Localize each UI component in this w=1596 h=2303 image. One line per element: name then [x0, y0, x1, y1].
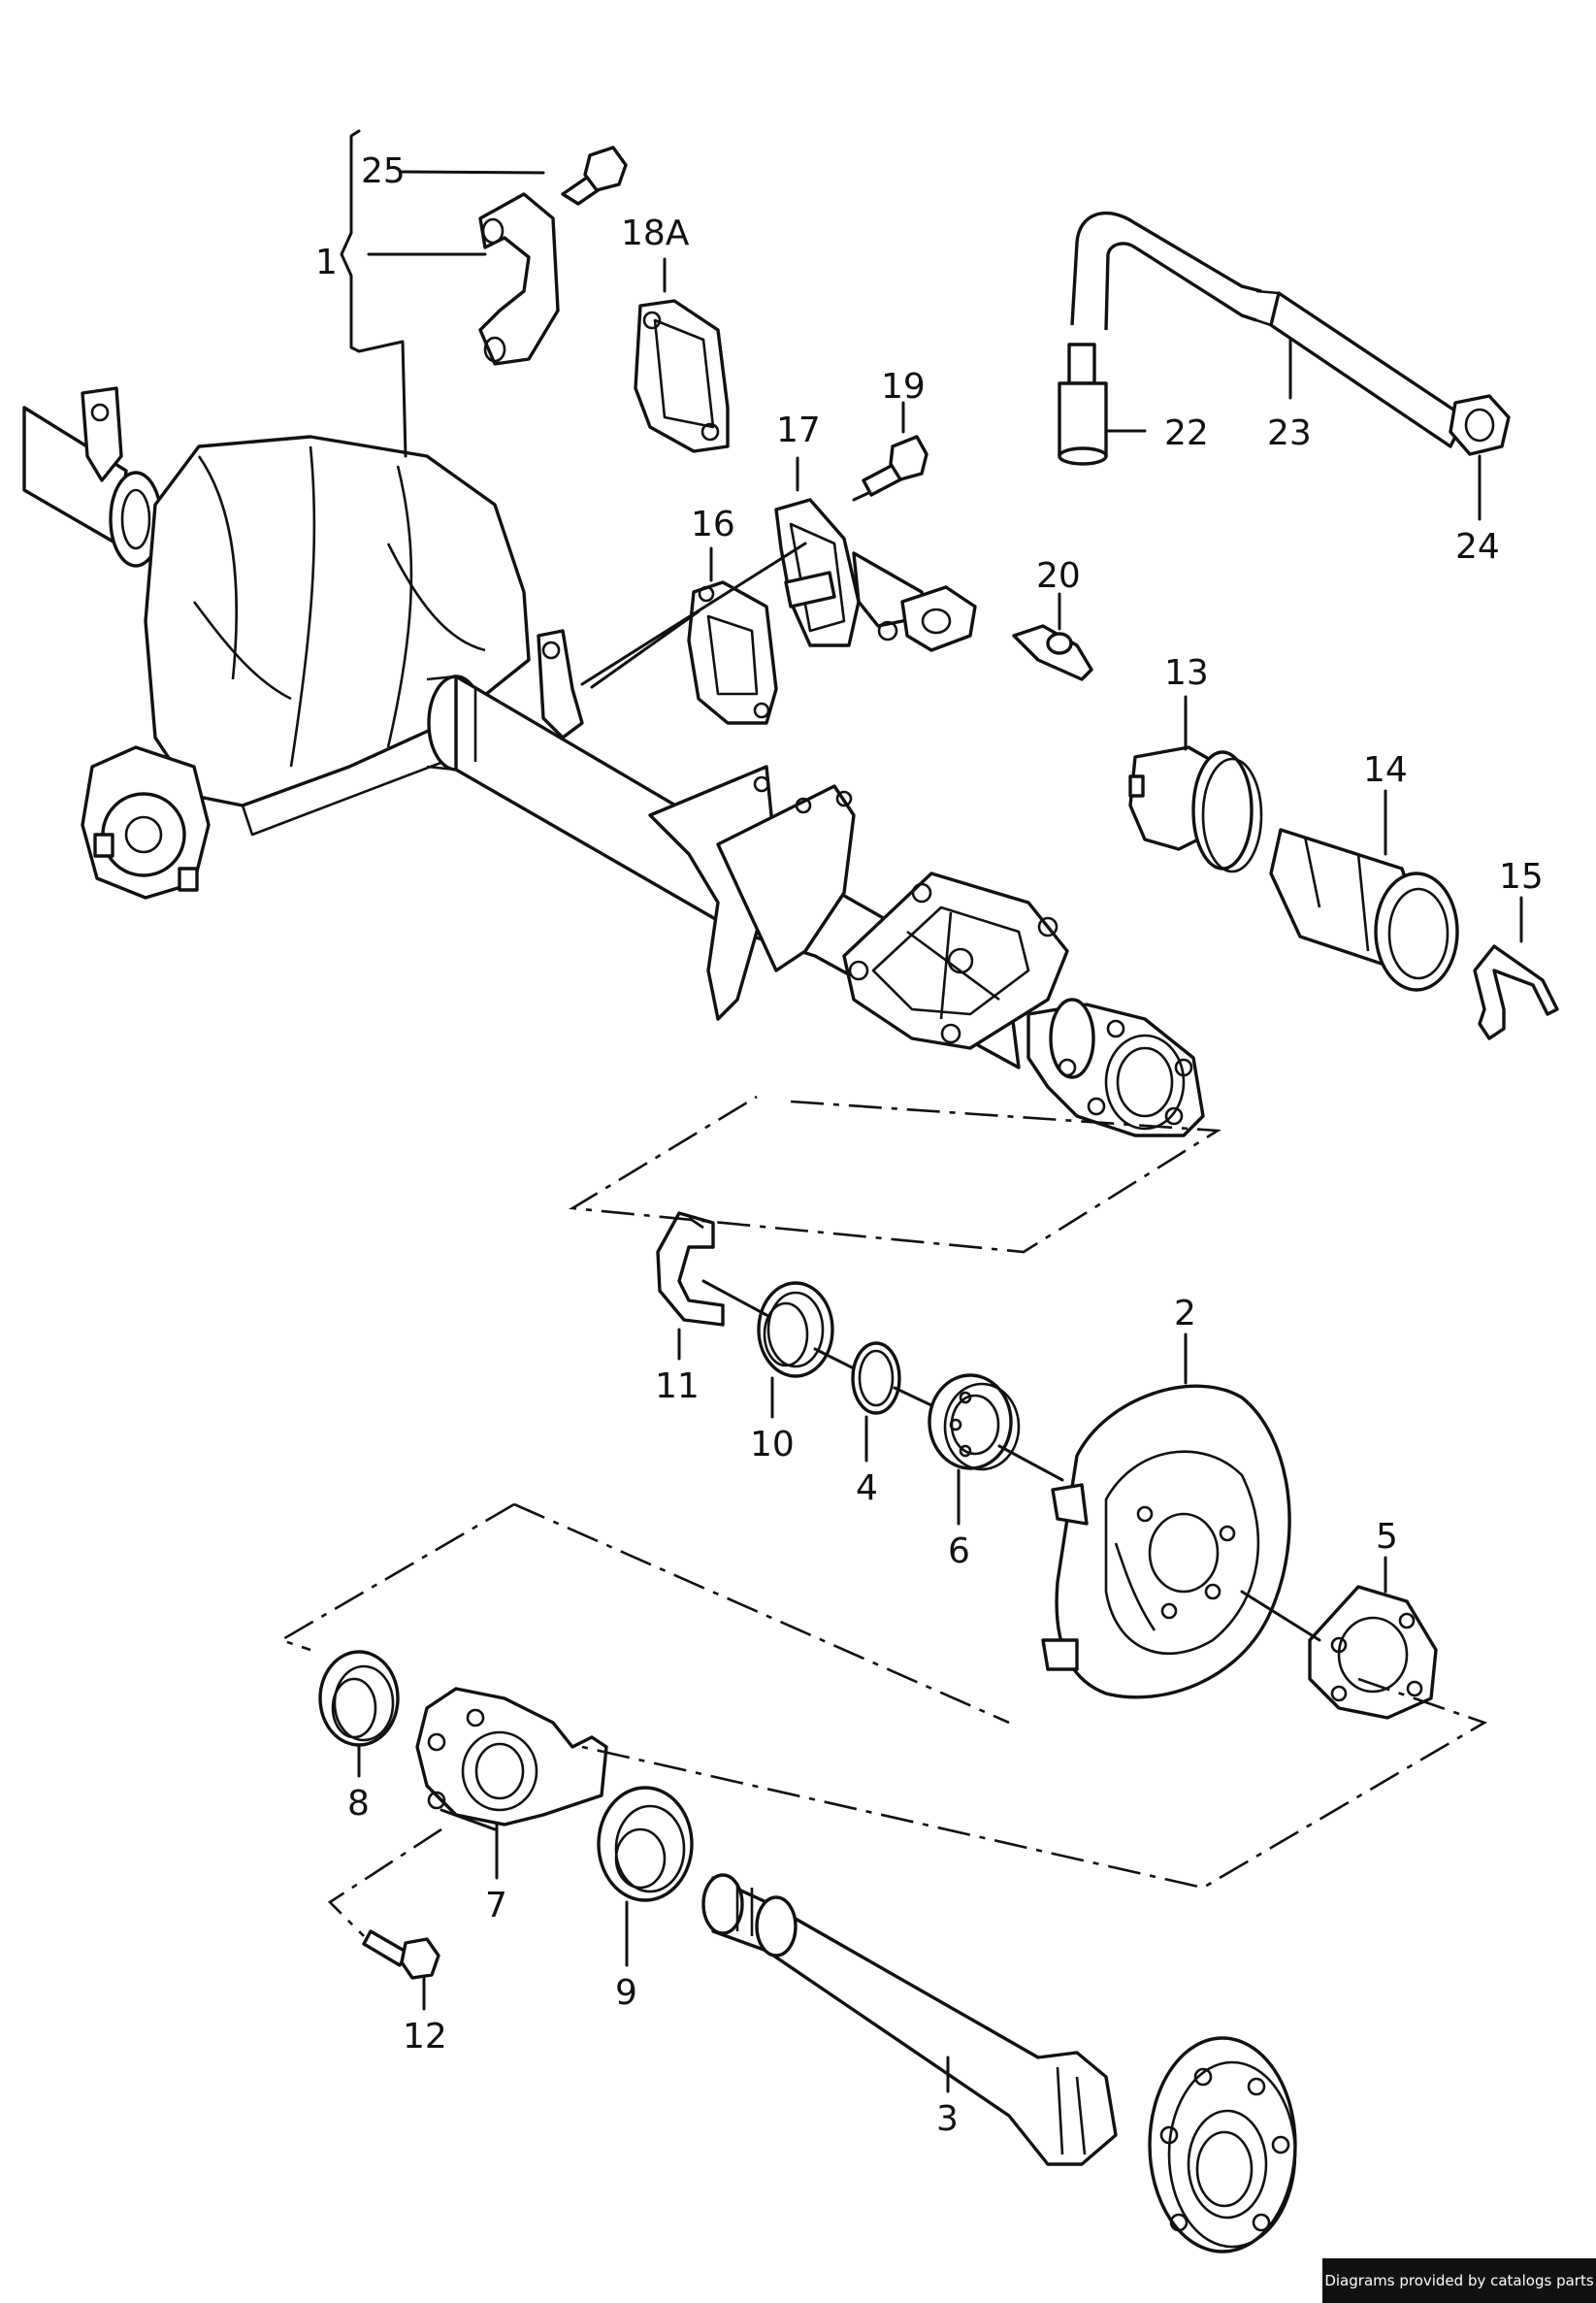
part-17-valve — [774, 498, 977, 652]
part-7-bearing-housing — [415, 1687, 608, 1826]
part-20-breather — [1012, 624, 1093, 681]
part-13-bushing — [1128, 745, 1263, 873]
label-18a: 18A — [621, 214, 690, 253]
part-23-hose — [1070, 212, 1467, 448]
label-6: 6 — [948, 1531, 970, 1571]
label-7: 7 — [485, 1886, 507, 1925]
label-19: 19 — [881, 367, 926, 407]
axle-housing — [22, 386, 1205, 1137]
label-15: 15 — [1499, 857, 1544, 897]
label-23: 23 — [1267, 413, 1312, 453]
label-12: 12 — [403, 2017, 447, 2056]
label-1: 1 — [315, 243, 338, 282]
label-13: 13 — [1164, 653, 1209, 693]
part-labels: 25 1 18A 19 17 16 20 22 23 24 13 14 15 2… — [315, 151, 1544, 2139]
part-5-gasket — [1308, 1585, 1438, 1720]
part-10-seal — [757, 1281, 834, 1378]
credit-badge: Diagrams provided by catalogs parts — [1322, 2258, 1596, 2303]
part-25-bolt — [561, 146, 628, 206]
label-2: 2 — [1174, 1294, 1196, 1333]
part-8-seal — [318, 1650, 400, 1747]
label-5: 5 — [1376, 1517, 1398, 1557]
label-22: 22 — [1164, 413, 1209, 453]
part-1-clamp — [478, 192, 560, 366]
label-17: 17 — [776, 411, 821, 450]
part-22-fitting — [1058, 343, 1108, 466]
leader-lines — [277, 129, 1523, 2093]
part-12-bolt — [362, 1929, 440, 1980]
label-14: 14 — [1363, 750, 1408, 790]
label-9: 9 — [615, 1973, 637, 2013]
part-3-axle-shaft — [701, 1873, 1297, 2254]
part-14-sleeve — [1269, 828, 1459, 992]
label-11: 11 — [655, 1366, 700, 1406]
label-10: 10 — [750, 1425, 795, 1464]
part-15-clip — [1473, 944, 1559, 1040]
part-11-snap-ring — [656, 1211, 725, 1327]
label-3: 3 — [936, 2099, 959, 2139]
part-16-gasket — [687, 580, 778, 725]
part-9-seal — [597, 1786, 694, 1902]
label-16: 16 — [691, 505, 735, 544]
part-2-backing-plate — [1041, 1384, 1291, 1699]
part-24-hose-clamp — [1449, 394, 1511, 456]
part-4-ring — [851, 1341, 901, 1415]
label-4: 4 — [856, 1468, 878, 1508]
label-24: 24 — [1455, 527, 1500, 567]
part-18a-gasket — [634, 299, 730, 453]
part-6-bearing — [928, 1373, 1021, 1471]
label-8: 8 — [347, 1784, 370, 1824]
part-19-bolt — [862, 435, 928, 497]
label-20: 20 — [1036, 556, 1081, 596]
label-25: 25 — [361, 151, 406, 191]
